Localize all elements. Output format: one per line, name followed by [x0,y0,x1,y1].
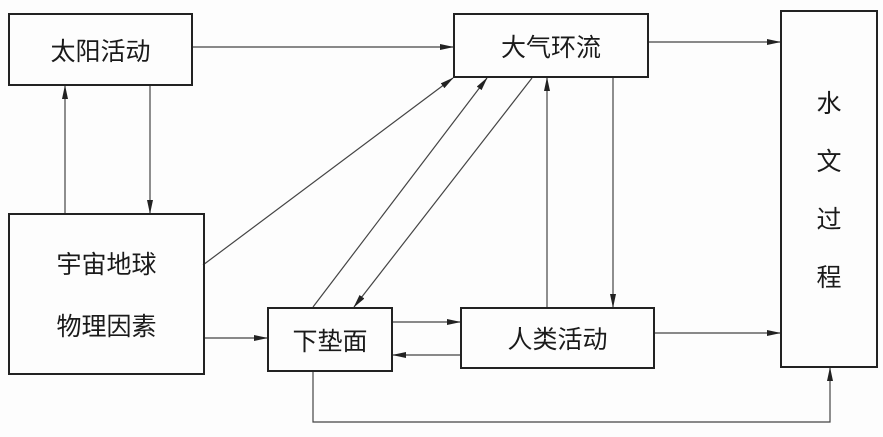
node-label: 物理因素 [56,312,157,341]
node-label-char: 程 [816,263,842,292]
node-atmospheric-circulation: 大气环流 [453,13,649,78]
node-label-char: 水 [816,89,842,118]
arrow-surface-to-atmos [312,77,488,308]
node-label: 下垫面 [292,326,368,356]
node-label-char: 文 [816,147,842,176]
node-cosmic-geophysical-factors: 宇宙地球 物理因素 [8,213,205,375]
node-label: 太阳活动 [50,36,151,66]
node-underlying-surface: 下垫面 [267,307,393,372]
arrow-atmos-to-surface [353,77,533,308]
arrow-cosmic-to-atmos [202,77,454,266]
arrow-surface-to-hydro [312,367,833,423]
node-label-char: 过 [816,205,842,234]
node-hydrological-process: 水 文 过 程 [780,10,878,368]
node-label: 大气环流 [500,32,601,62]
node-label: 宇宙地球 [56,250,157,279]
node-solar-activity: 太阳活动 [8,13,193,86]
node-label: 人类活动 [507,325,608,354]
node-human-activity: 人类活动 [460,307,655,369]
